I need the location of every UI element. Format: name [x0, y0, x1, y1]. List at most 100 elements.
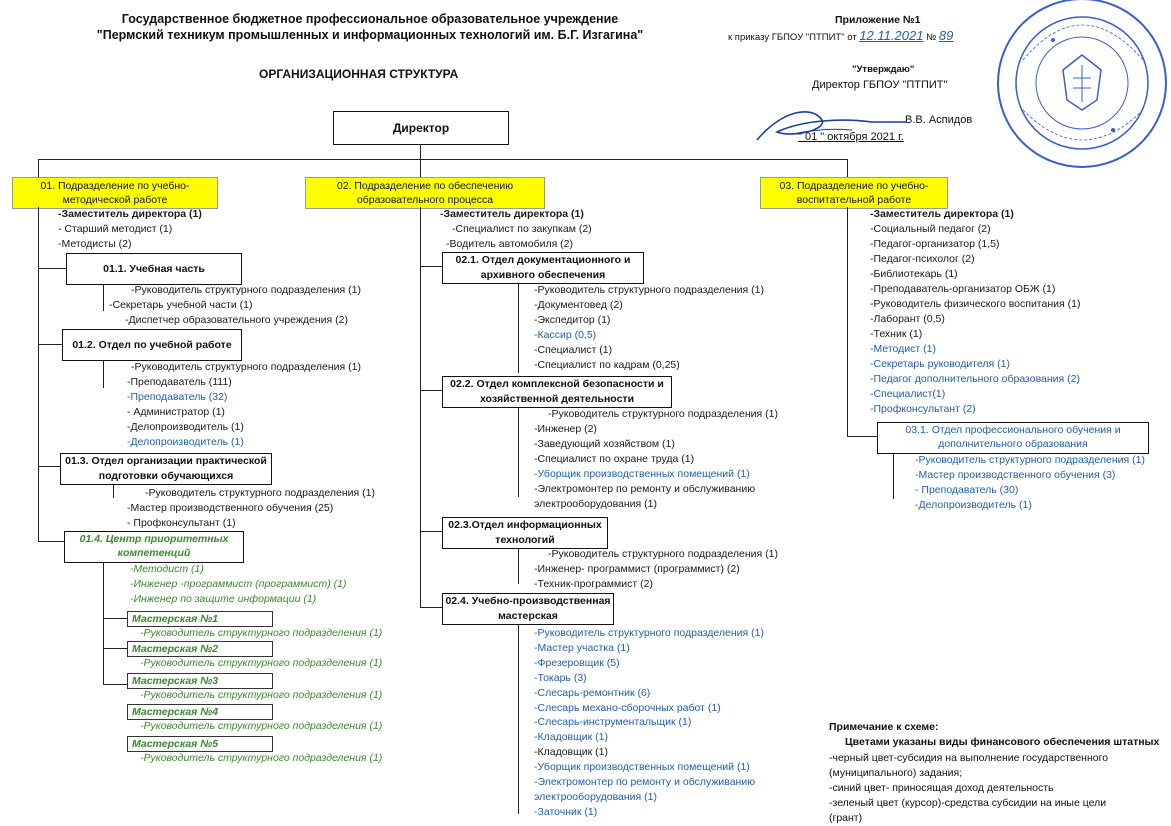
s11-trunk: [103, 284, 105, 311]
div2-staff: -Заместитель директора (1) -Специалист п…: [440, 207, 592, 252]
note-lines: -черный цвет-субсидия на выполнение госу…: [829, 751, 1108, 826]
s31-staff-1: -Мастер производственного обучения (3): [915, 469, 1116, 481]
note-line-4: (грант): [829, 812, 863, 824]
s12-box: 01.2. Отдел по учебной работе: [62, 329, 242, 361]
s21-staff-0: -Руководитель структурного подразделения…: [534, 284, 764, 296]
annex-title: Приложение №1: [835, 14, 921, 26]
approval-date: " 01 " октября 2021 г.: [798, 131, 904, 143]
s22-staff-1: -Инженер (2): [534, 423, 597, 435]
div3-staff-6: -Руководитель физического воспитания (1): [870, 298, 1081, 310]
s24-trunk: [518, 624, 520, 814]
note-line-0: -черный цвет-субсидия на выполнение госу…: [829, 752, 1109, 764]
s24-box: 02.4. Учебно-производственная мастерская: [442, 593, 614, 625]
s22-trunk: [518, 407, 520, 497]
s13-staff-0: -Руководитель структурного подразделения…: [145, 487, 375, 499]
s24-staff-5: -Слесарь механо-сборочных работ (1): [534, 701, 721, 714]
s31-trunk: [893, 453, 895, 499]
s24-staff-12: -Заточник (1): [534, 805, 598, 818]
div3-staff-3: -Педагог-психолог (2): [870, 253, 975, 265]
order-prefix: к приказу ГБПОУ "ПТПИТ" от: [728, 32, 857, 43]
s22-staff: -Руководитель структурного подразделения…: [534, 407, 778, 512]
bus-drop-3: [847, 159, 849, 177]
s24-staff-6: -Слесарь-инструментальщик (1): [534, 716, 692, 729]
s13-box: 01.3. Отдел организации практической под…: [60, 453, 272, 485]
s11-staff-1: -Секретарь учебной части (1): [109, 299, 253, 311]
div3-staff-13: -Профконсультант (2): [870, 403, 976, 415]
workshop2-branch: [103, 648, 127, 650]
s22-staff-6: электрооборудования (1): [534, 498, 657, 510]
director-name: В.В. Аспидов: [905, 114, 973, 126]
s11-box: 01.1. Учебная часть: [66, 253, 242, 285]
s11-staff: -Руководитель структурного подразделения…: [103, 283, 361, 328]
order-number: 89: [938, 28, 954, 43]
s23-staff-2: -Техник-программист (2): [534, 578, 653, 590]
div2-staff-0: -Заместитель директора (1): [440, 208, 584, 220]
div3-staff-10: -Секретарь руководителя (1): [870, 358, 1010, 370]
s23-box: 02.3.Отдел информационных технологий: [442, 517, 608, 549]
stamp-seal: [997, 0, 1167, 168]
s11-branch: [38, 268, 66, 270]
s22-staff-3: -Специалист по охране труда (1): [534, 453, 695, 465]
order-no-prefix: №: [926, 32, 937, 43]
s13-branch: [38, 466, 60, 468]
s24-staff-2: -Фрезеровщик (5): [534, 656, 620, 669]
s31-staff: -Руководитель структурного подразделения…: [915, 453, 1145, 513]
s12-branch: [38, 344, 62, 346]
s12-staff-3: - Администратор (1): [127, 406, 225, 418]
div3-staff-2: -Педагог-организатор (1,5): [870, 238, 1000, 250]
note-subtitle: Цветами указаны виды финансового обеспеч…: [845, 736, 1160, 748]
top-bus: [38, 159, 848, 161]
s22-staff-0: -Руководитель структурного подразделения…: [548, 408, 778, 420]
s31-staff-0: -Руководитель структурного подразделения…: [915, 454, 1145, 466]
workshop-4: Мастерская №4: [127, 704, 273, 720]
s22-staff-5: -Электромонтер по ремонту и обслуживанию: [534, 483, 756, 495]
s31-staff-2: - Преподаватель (30): [915, 484, 1019, 496]
director-stem: [420, 144, 422, 159]
s12-staff-0: -Руководитель структурного подразделения…: [131, 361, 361, 373]
s14-staff-0: -Методист (1): [130, 563, 204, 575]
div3-staff-1: -Социальный педагог (2): [870, 223, 991, 235]
s23-staff-1: -Инженер- программист (программист) (2): [534, 563, 740, 575]
s11-staff-2: -Диспетчер образовательного учреждения (…: [125, 314, 348, 326]
s14-box: 01.4. Центр приоритетных компетенций: [64, 531, 244, 563]
div1-title: 01. Подразделение по учебно-методической…: [12, 177, 218, 209]
div2-trunk: [420, 207, 422, 607]
div2-staff-2: -Водитель автомобиля (2): [446, 238, 574, 250]
note-line-2: -синий цвет- приносящая доход деятельнос…: [829, 782, 1054, 794]
workshop-2: Мастерская №2: [127, 641, 273, 657]
s31-staff-3: -Делопроизводитель (1): [915, 499, 1032, 511]
s23-staff-0: -Руководитель структурного подразделения…: [548, 548, 778, 560]
s13-staff-1: -Мастер производственного обучения (25): [127, 502, 334, 514]
s21-staff-4: -Специалист (1): [534, 344, 613, 356]
org-name-line1: Государственное бюджетное профессиональн…: [121, 12, 619, 26]
signature-image: [756, 111, 907, 141]
s24-staff-0: -Руководитель структурного подразделения…: [534, 627, 764, 639]
s14-trunk: [103, 562, 105, 685]
workshop-2-head: -Руководитель структурного подразделения…: [140, 657, 383, 669]
approve-label: "Утверждаю": [852, 64, 915, 75]
s13-staff: -Руководитель структурного подразделения…: [113, 486, 375, 531]
s21-staff: -Руководитель структурного подразделения…: [534, 283, 764, 373]
order-date: 12.11.2021: [859, 28, 924, 43]
s12-trunk: [103, 360, 105, 388]
s21-trunk: [518, 283, 520, 373]
workshop-5: Мастерская №5: [127, 736, 273, 752]
workshop3-branch: [103, 684, 127, 686]
div3-staff-8: -Техник (1): [870, 328, 923, 340]
s21-staff-5: -Специалист по кадрам (0,25): [534, 359, 680, 371]
note-line-1: (муниципального) задания;: [829, 767, 963, 779]
s24-staff: -Руководитель структурного подразделения…: [534, 626, 764, 820]
s23-staff: -Руководитель структурного подразделения…: [534, 547, 778, 592]
div1-staff-2: -Методисты (2): [58, 238, 132, 250]
s24-staff-7: -Кладовщик (1): [534, 731, 608, 744]
s24-staff-3: -Токарь (3): [534, 671, 587, 684]
div1-staff-0: -Заместитель директора (1): [58, 208, 202, 220]
s24-staff-4: -Слесарь-ремонтник (6): [534, 686, 651, 699]
bus-drop-2: [420, 159, 422, 177]
s22-staff-4: -Уборщик производственных помещений (1): [534, 468, 750, 480]
page-title: ОРГАНИЗАЦИОННАЯ СТРУКТУРА: [259, 67, 459, 81]
s13-trunk: [113, 484, 115, 498]
s14-staff-2: -Инженер по защите информации (1): [130, 593, 317, 605]
div3-title: 03. Подразделение по учебно-воспитательн…: [760, 177, 948, 209]
s21-staff-1: -Документовед (2): [534, 299, 623, 311]
